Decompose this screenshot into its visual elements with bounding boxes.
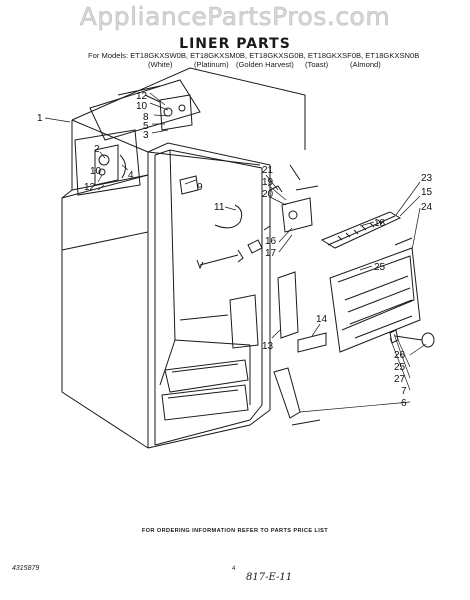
callout-4: 4 — [128, 170, 134, 181]
callout-1: 1 — [37, 113, 43, 124]
document-number: 4315879 — [12, 565, 40, 572]
callout-27: 27 — [394, 374, 406, 385]
crisper-cover-assembly — [320, 211, 421, 353]
callout-13: 13 — [262, 341, 274, 352]
leader-lines — [44, 92, 427, 413]
page-number: 4 — [232, 566, 236, 572]
color-label-golden-harvest: (Golden Harvest) — [236, 60, 294, 69]
cabinet-liner — [61, 67, 306, 449]
callout-9: 9 — [197, 182, 203, 193]
callout-15: 15 — [421, 187, 433, 198]
control-housing-parts — [247, 185, 319, 254]
divider-channel-parts — [273, 271, 327, 426]
callout-14: 14 — [316, 314, 328, 325]
color-label-platinum: (Platinum) — [194, 60, 229, 69]
callout-8: 8 — [143, 112, 149, 123]
callout-16: 16 — [265, 236, 277, 247]
callout-5: 5 — [143, 121, 149, 132]
callout-6: 6 — [401, 398, 407, 409]
page-title: LINER PARTS — [179, 36, 291, 52]
callout-10-left: 10 — [90, 166, 102, 177]
callout-11: 11 — [214, 202, 225, 213]
part-callouts: 1 12 10 8 5 3 2 4 12 10 9 11 21 19 20 18… — [37, 91, 433, 409]
callout-7: 7 — [401, 386, 407, 397]
ordering-info-note: FOR ORDERING INFORMATION REFER TO PARTS … — [141, 528, 329, 534]
callout-19: 19 — [262, 177, 274, 188]
callout-12-left: 12 — [84, 182, 96, 193]
callout-21: 21 — [262, 165, 274, 176]
thermostat-control — [144, 94, 193, 131]
callout-3: 3 — [143, 130, 149, 141]
hinge-pin-parts — [389, 329, 435, 348]
callout-26: 26 — [394, 350, 406, 361]
callout-12-top: 12 — [136, 91, 148, 102]
callout-25-top: 25 — [374, 262, 386, 273]
callout-10-top: 10 — [136, 101, 148, 112]
callout-23: 23 — [421, 173, 433, 184]
color-label-toast: (Toast) — [305, 60, 329, 69]
light-socket-assembly — [179, 175, 244, 270]
models-line: For Models: ET18GKXSW0B, ET18GKXSM0B, ET… — [88, 51, 420, 60]
callout-25-bottom: 25 — [394, 362, 406, 373]
callout-24: 24 — [421, 202, 433, 213]
callout-2: 2 — [94, 144, 100, 155]
air-duct-assembly — [94, 144, 126, 186]
callout-17: 17 — [265, 248, 277, 259]
watermark-text: AppliancePartsPros.com — [79, 2, 391, 32]
callout-18: 18 — [374, 218, 386, 229]
color-label-white: (White) — [148, 60, 173, 69]
callout-20: 20 — [262, 189, 274, 200]
color-label-almond: (Almond) — [350, 60, 381, 69]
handwritten-note: 817-E-11 — [246, 572, 293, 583]
